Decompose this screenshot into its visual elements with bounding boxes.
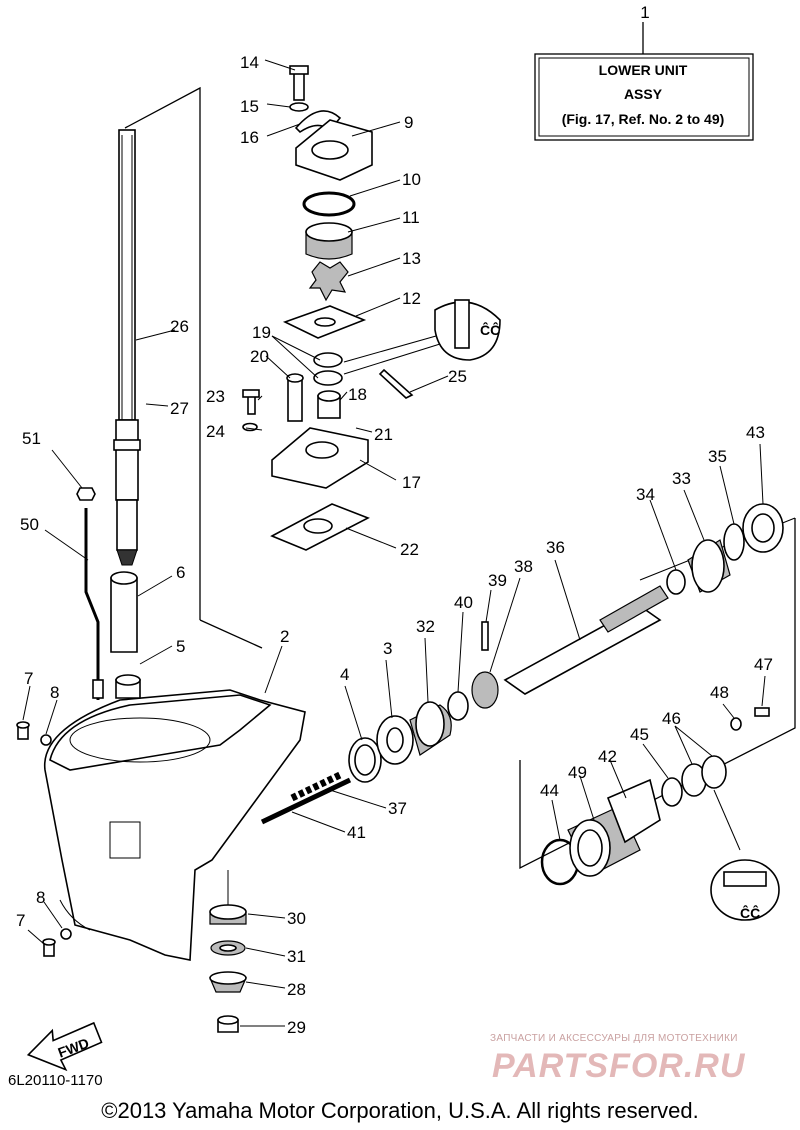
water-pump-parts: ĈĈ [242, 65, 501, 551]
callout-3: 3 [383, 639, 392, 658]
fwd-arrow: FWD [26, 1021, 103, 1072]
lower-unit-casing [43, 689, 306, 961]
callout-31: 31 [287, 947, 306, 966]
bearing-housing-group: ĈĈ [540, 707, 780, 921]
drive-shaft-bushing [110, 571, 141, 699]
callout-7-upper: 7 [24, 669, 33, 688]
svg-text:ĈĈ: ĈĈ [740, 904, 760, 921]
callout-30: 30 [287, 909, 306, 928]
callout-25: 25 [448, 367, 467, 386]
callout-45: 45 [630, 725, 649, 744]
callout-51: 51 [22, 429, 41, 448]
assembly-label-box: LOWER UNIT ASSY (Fig. 17, Ref. No. 2 to … [534, 22, 754, 141]
callout-42: 42 [598, 747, 617, 766]
casing-bolts [16, 721, 72, 957]
callout-34: 34 [636, 485, 655, 504]
callout-10: 10 [402, 170, 421, 189]
callout-33: 33 [672, 469, 691, 488]
callout-44: 44 [540, 781, 559, 800]
callout-20: 20 [250, 347, 269, 366]
propeller-shaft-parts [260, 503, 784, 825]
callout-16: 16 [240, 128, 259, 147]
callout-50: 50 [20, 515, 39, 534]
group-bracket-lines [124, 86, 796, 870]
callout-46: 46 [662, 709, 681, 728]
callout-7-lower: 7 [16, 911, 25, 930]
callout-19: 19 [252, 323, 271, 342]
callout-27: 27 [170, 399, 189, 418]
callout-24: 24 [206, 422, 225, 441]
callout-43: 43 [746, 423, 765, 442]
callout-18: 18 [348, 385, 367, 404]
callout-4: 4 [340, 665, 349, 684]
watermark-tagline: ЗАПЧАСТИ И АКСЕССУАРЫ ДЛЯ МОТОТЕХНИКИ [490, 1033, 738, 1044]
callout-22: 22 [400, 540, 419, 559]
callout-9: 9 [404, 113, 413, 132]
callout-numbers: 1 2 3 4 5 6 7 7 8 8 9 10 11 12 13 14 15 … [16, 3, 773, 1037]
svg-text:ĈĈ: ĈĈ [480, 321, 500, 338]
callout-38: 38 [514, 557, 533, 576]
callout-29: 29 [287, 1018, 306, 1037]
callout-12: 12 [402, 289, 421, 308]
shift-rod [76, 487, 104, 700]
callout-35: 35 [708, 447, 727, 466]
callout-21: 21 [374, 425, 393, 444]
callout-14: 14 [240, 53, 259, 72]
callout-32: 32 [416, 617, 435, 636]
assembly-title-line1: LOWER UNIT [599, 62, 688, 78]
pinion-gear-stack [209, 870, 247, 1033]
assembly-title-line2: ASSY [624, 86, 663, 102]
callout-8-upper: 8 [50, 683, 59, 702]
callout-11: 11 [402, 208, 420, 227]
callout-28: 28 [287, 980, 306, 999]
callout-2: 2 [280, 627, 289, 646]
callout-47: 47 [754, 655, 773, 674]
callout-40: 40 [454, 593, 473, 612]
leader-lines [22, 59, 766, 1027]
watermark-logo: PARTSFOR.RU [492, 1047, 746, 1085]
callout-36: 36 [546, 538, 565, 557]
callout-23: 23 [206, 387, 225, 406]
callout-49: 49 [568, 763, 587, 782]
callout-5: 5 [176, 637, 185, 656]
callout-48: 48 [710, 683, 729, 702]
callout-13: 13 [402, 249, 421, 268]
copyright-notice: ©2013 Yamaha Motor Corporation, U.S.A. A… [101, 1098, 699, 1123]
callout-6: 6 [176, 563, 185, 582]
callout-8-lower: 8 [36, 888, 45, 907]
callout-17: 17 [402, 473, 421, 492]
figure-code: 6L20110-1170 [8, 1072, 103, 1089]
assembly-ref-note: (Fig. 17, Ref. No. 2 to 49) [562, 111, 725, 127]
drive-shaft [113, 129, 141, 566]
callout-26: 26 [170, 317, 189, 336]
callout-39: 39 [488, 571, 507, 590]
callout-37: 37 [388, 799, 407, 818]
callout-1: 1 [640, 3, 649, 22]
callout-15: 15 [240, 97, 259, 116]
callout-41: 41 [347, 823, 366, 842]
